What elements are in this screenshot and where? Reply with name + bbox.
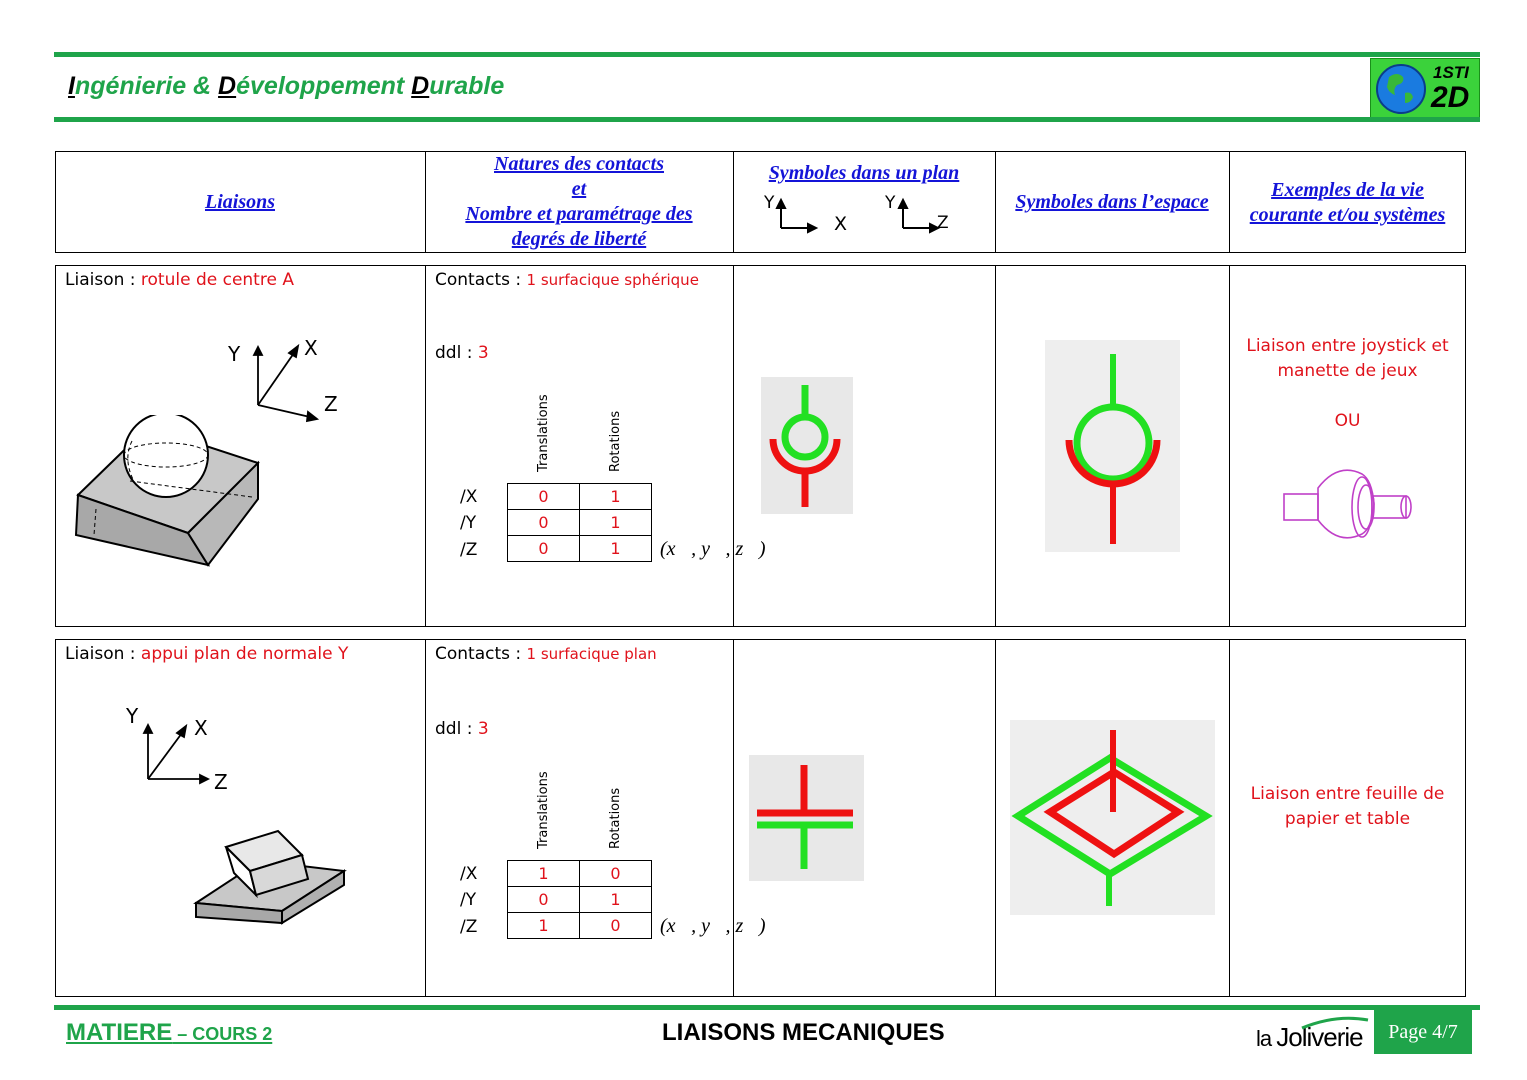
footer-bar <box>54 1005 1480 1010</box>
globe-icon <box>1376 64 1426 114</box>
axis-z: Z <box>324 392 338 416</box>
row-rotule <box>55 265 1466 627</box>
header-liaisons: Liaisons <box>204 191 276 213</box>
ddl-cell: 1 <box>579 483 652 510</box>
rotule-espace-symbol <box>1045 340 1180 552</box>
example-text: Liaison entre joystick et manette de jeu… <box>1246 336 1449 431</box>
axis-y: Y <box>125 705 139 728</box>
header-natures: Natures des contacts et Nombre et paramé… <box>465 153 693 250</box>
plane-support-drawing <box>193 829 347 925</box>
row-label-y: /Y <box>460 513 477 533</box>
col-header-translations: Translations <box>536 394 551 472</box>
col-divider <box>733 151 734 253</box>
appui-plan-symbol <box>749 755 864 881</box>
col-divider <box>1229 639 1230 997</box>
rotule-plan-symbol <box>761 377 853 514</box>
col-divider <box>1229 151 1230 253</box>
plan-axis-z: Z <box>937 213 949 233</box>
ddl-cell: 0 <box>507 509 580 536</box>
header-symboles-plan: Symboles dans un plan <box>768 162 960 184</box>
col-divider <box>425 151 426 253</box>
col-divider <box>1229 265 1230 627</box>
ddl-cell: 1 <box>507 912 580 939</box>
ddl-cell: 0 <box>507 483 580 510</box>
row-label-x: /X <box>460 487 478 507</box>
axis-y: Y <box>227 342 241 366</box>
ddl-cell: 1 <box>579 886 652 913</box>
ddl-cell: 1 <box>579 535 652 562</box>
ddl-cell: 0 <box>507 886 580 913</box>
col-divider <box>995 639 996 997</box>
axis-z: Z <box>214 770 228 794</box>
footer-brand: la Joliverie <box>1256 1022 1364 1052</box>
axes-xyz-icon: Y X Z <box>227 336 338 423</box>
col-divider <box>425 639 426 997</box>
plan-axis-x: X <box>834 213 847 235</box>
col-divider <box>425 265 426 627</box>
logo-text-2d: 2D <box>1431 81 1470 114</box>
joystick-drawing <box>1283 469 1412 539</box>
table-header <box>55 151 1466 253</box>
logo-1sti2d: 1STI 2D <box>1370 58 1480 118</box>
example-text: Liaison entre feuille de papier et table <box>1250 784 1445 829</box>
header-symboles-espace: Symboles dans l’espace <box>1015 191 1209 213</box>
axis-x: X <box>194 716 208 740</box>
col-header-rotations: Rotations <box>608 787 623 849</box>
plan-axis-y2: Y <box>884 193 896 213</box>
axes-xyz-icon: Y X Z <box>125 705 228 794</box>
col-header-translations: Translations <box>536 771 551 849</box>
ball-joint-drawing <box>74 415 260 567</box>
row-appui-plan <box>55 639 1466 997</box>
col-header-rotations: Rotations <box>608 410 623 472</box>
header-top-bar <box>54 52 1480 57</box>
row-label-z: /Z <box>460 917 478 937</box>
ddl-cell: 0 <box>507 535 580 562</box>
logo-text-1sti: 1STI <box>1433 63 1469 82</box>
basis-label: (x⃗, y⃗, z⃗) <box>660 538 766 560</box>
row-label-y: /Y <box>460 890 477 910</box>
liaison-label: Liaison : rotule de centre A <box>65 270 294 290</box>
contacts-label: Contacts : 1 surfacique plan <box>435 644 657 664</box>
footer-title: LIAISONS MECANIQUES <box>662 1019 945 1046</box>
contacts-label: Contacts : 1 surfacique sphérique <box>435 270 699 290</box>
row-label-z: /Z <box>460 540 478 560</box>
page-number: Page 4/7 <box>1374 1010 1472 1054</box>
header-title: Ingénierie & Développement Durable <box>68 72 505 100</box>
plan-axis-y1: Y <box>763 193 775 213</box>
header-bottom-bar <box>54 117 1480 122</box>
appui-plan-espace-symbol <box>1010 720 1215 915</box>
ddl-cell: 1 <box>579 509 652 536</box>
ddl-label: ddl : 3 <box>435 719 489 739</box>
col-divider <box>995 151 996 253</box>
ddl-cell: 0 <box>579 912 652 939</box>
basis-label: (x⃗, y⃗, z⃗) <box>660 915 766 937</box>
ddl-cell: 1 <box>507 860 580 887</box>
ddl-label: ddl : 3 <box>435 343 489 363</box>
col-divider <box>733 265 734 627</box>
axis-x: X <box>304 336 318 360</box>
col-divider <box>995 265 996 627</box>
col-divider <box>733 639 734 997</box>
plan-axes-icon: Y X Y Z <box>763 193 949 235</box>
brand-swoosh-icon <box>1301 1016 1369 1030</box>
row-label-x: /X <box>460 864 478 884</box>
ddl-cell: 0 <box>579 860 652 887</box>
footer-matiere: MATIERE – COURS 2 <box>66 1019 273 1046</box>
header-exemples: Exemples de la vie courante et/ou systèm… <box>1249 179 1446 226</box>
liaison-label: Liaison : appui plan de normale Y <box>65 644 349 664</box>
